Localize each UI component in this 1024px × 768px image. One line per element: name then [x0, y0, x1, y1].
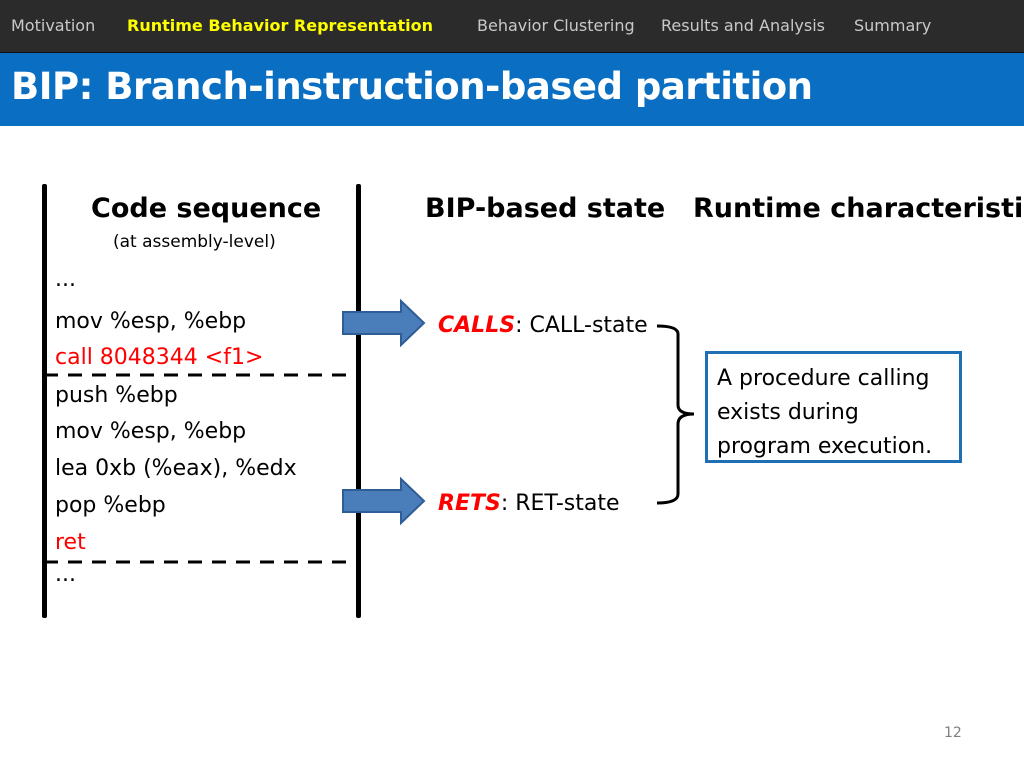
calls-state-description: : CALL-state [515, 313, 648, 338]
code-line-ellipsis-top: ... [55, 267, 76, 292]
code-sequence-heading: Code sequence [91, 193, 322, 224]
code-line-call: call 8048344 <f1> [55, 345, 264, 370]
calls-state-name: CALLS [438, 313, 516, 338]
nav-item-results-and-analysis[interactable]: Results and Analysis [661, 16, 825, 35]
runtime-characteristic-heading: Runtime characteristic [693, 193, 1024, 224]
rets-state-description: : RET-state [500, 491, 620, 516]
arrow-to-rets-state [342, 476, 426, 526]
runtime-characteristic-box: A procedure calling exists during progra… [705, 351, 962, 463]
code-line-ellipsis-bottom: ... [55, 562, 76, 587]
code-right-rail [356, 184, 361, 618]
code-sequence-subheading: (at assembly-level) [113, 232, 276, 252]
page-number: 12 [944, 725, 962, 741]
code-left-rail [42, 184, 47, 618]
slide-title: BIP: Branch-instruction-based partition [11, 65, 813, 108]
code-line-mov-1: mov %esp, %ebp [55, 309, 247, 334]
nav-item-runtime-behavior-representation[interactable]: Runtime Behavior Representation [127, 16, 434, 35]
nav-item-motivation[interactable]: Motivation [11, 16, 96, 35]
nav-item-behavior-clustering[interactable]: Behavior Clustering [477, 16, 635, 35]
arrow-to-calls-state [342, 298, 426, 348]
nav-item-summary[interactable]: Summary [854, 16, 932, 35]
rets-state-label: RETS: RET-state [438, 491, 620, 516]
code-line-pop: pop %ebp [55, 493, 166, 518]
code-line-lea: lea 0xb (%eax), %edx [55, 456, 297, 481]
section-nav-bar: Motivation Runtime Behavior Representati… [0, 0, 1024, 53]
title-bar: BIP: Branch-instruction-based partition [0, 53, 1024, 126]
calls-state-label: CALLS: CALL-state [438, 313, 648, 338]
bip-state-heading: BIP-based state [425, 193, 666, 224]
code-line-ret: ret [55, 530, 86, 555]
state-grouping-brace [656, 324, 695, 505]
code-line-push: push %ebp [55, 383, 178, 408]
rets-state-name: RETS [438, 491, 501, 516]
code-line-mov-2: mov %esp, %ebp [55, 419, 247, 444]
